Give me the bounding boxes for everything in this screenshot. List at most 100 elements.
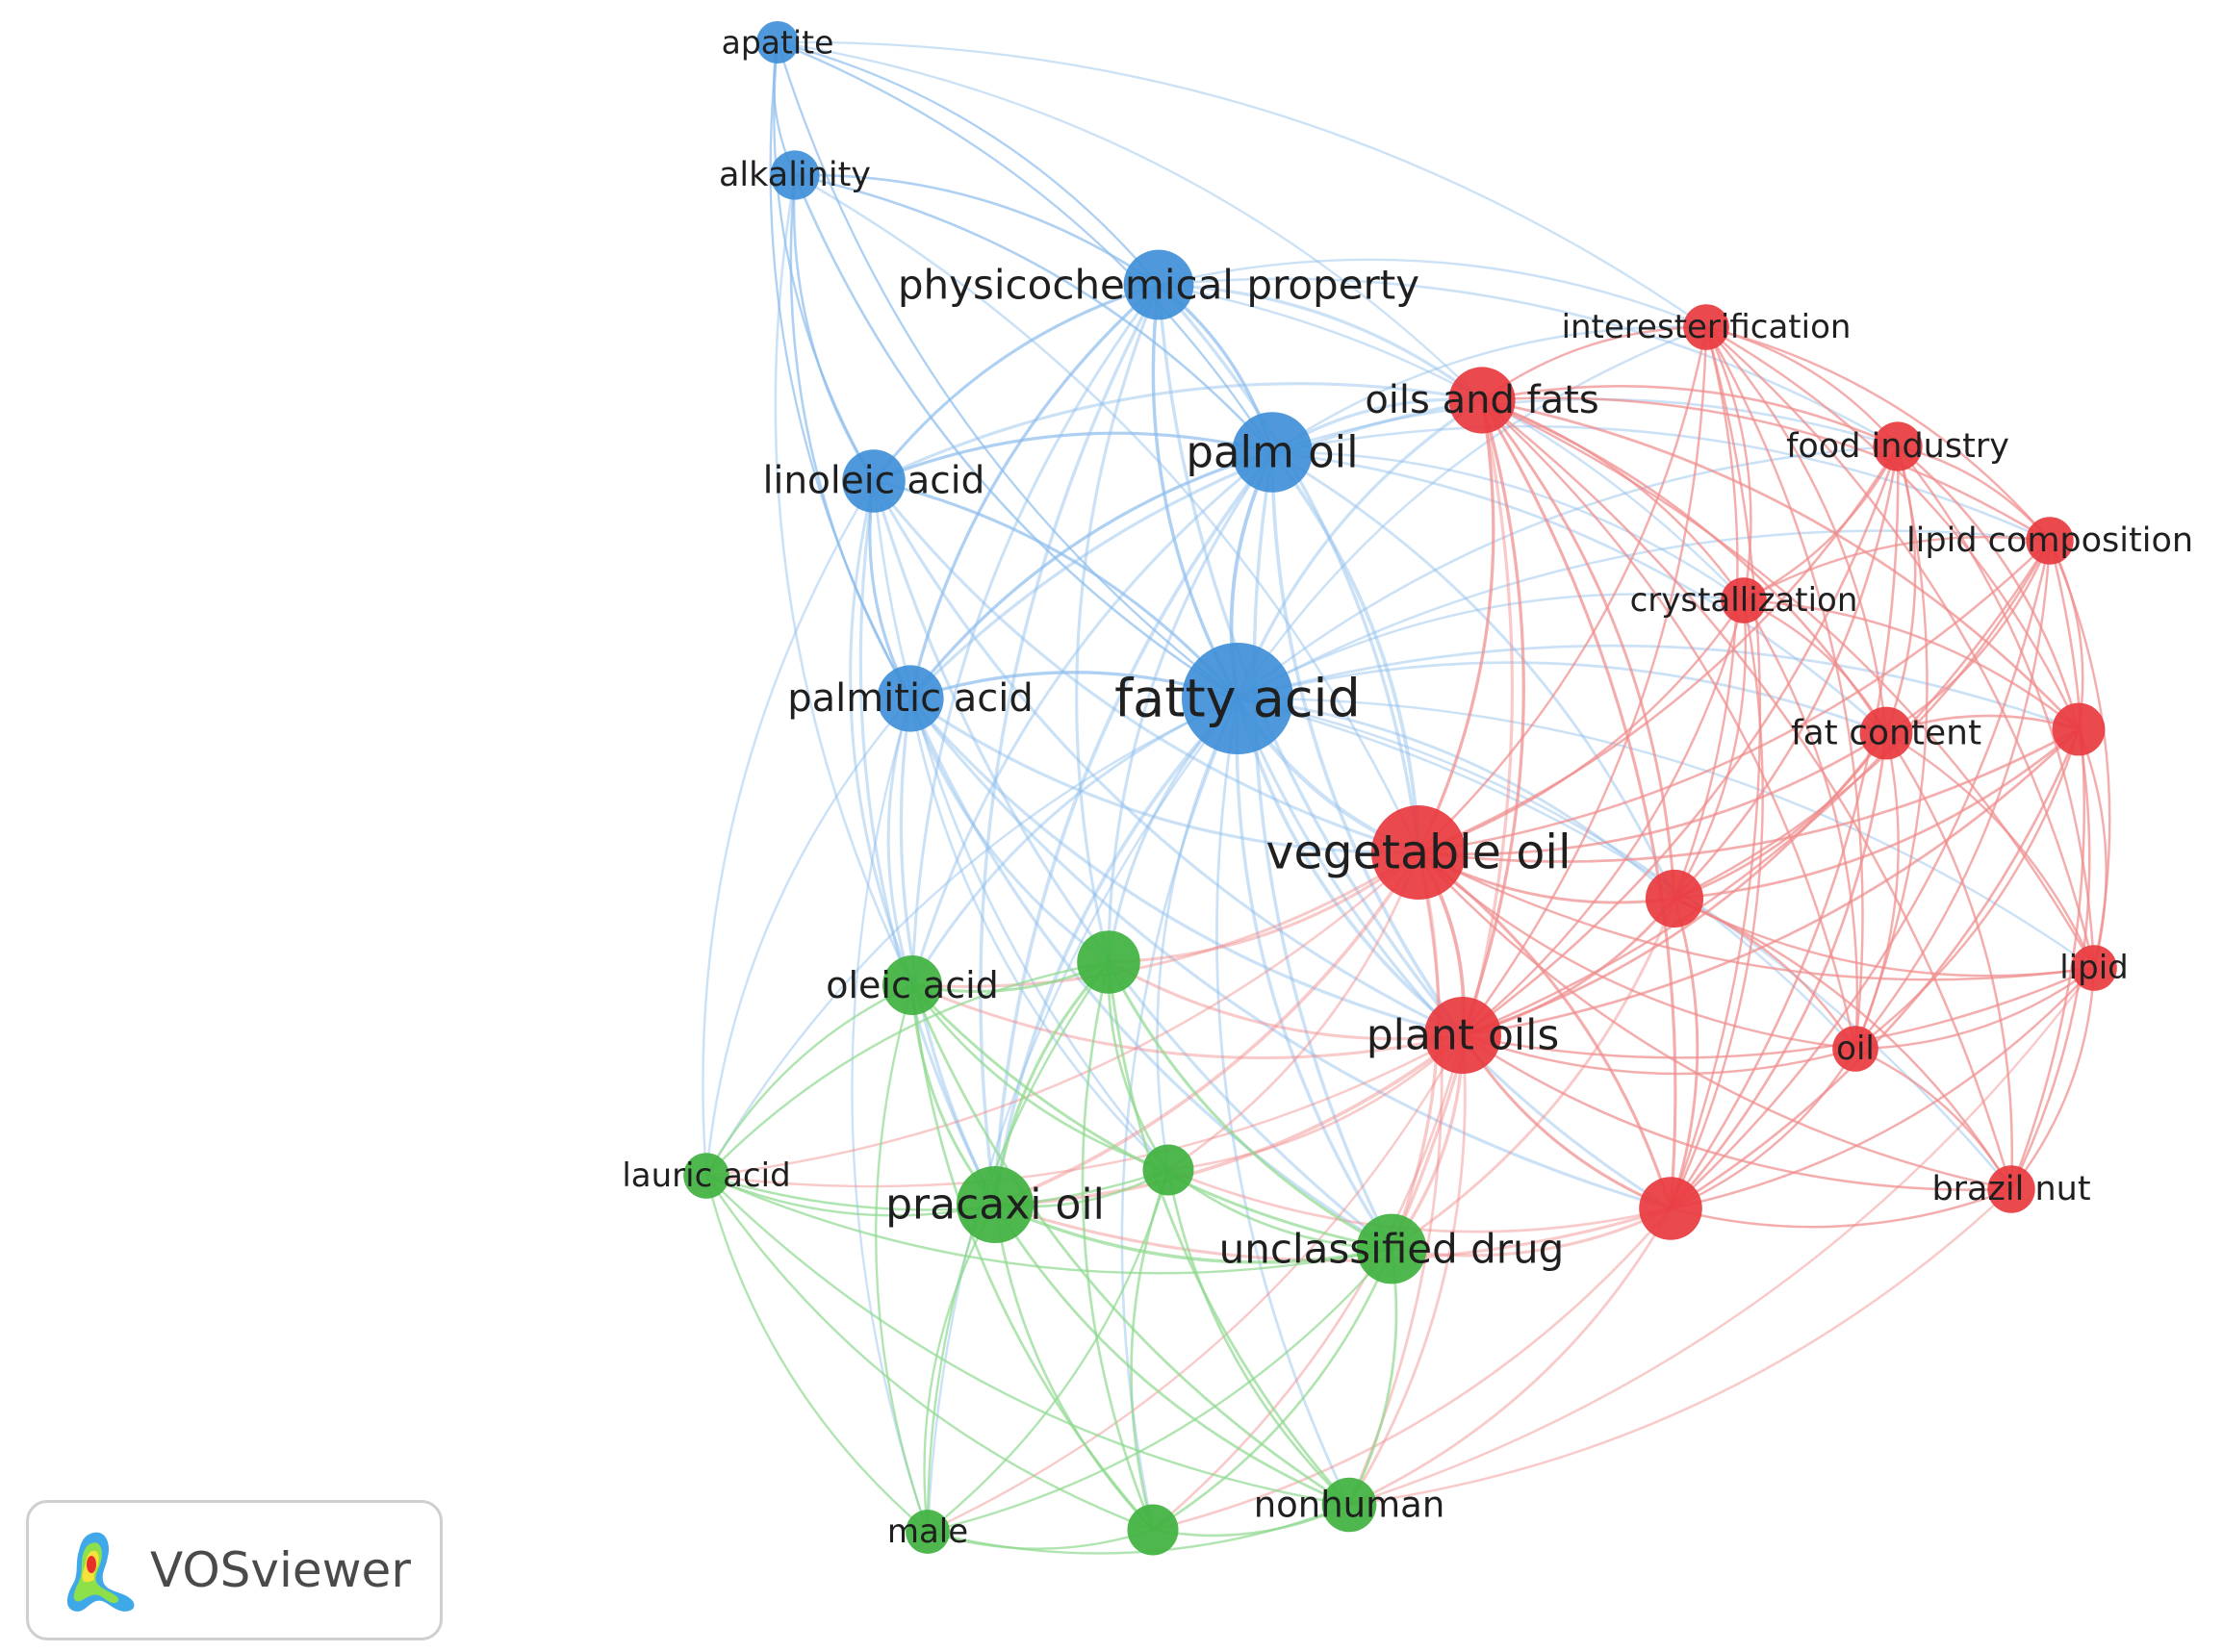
edge-food-industry-lipid bbox=[1897, 445, 2096, 969]
edge-plant-oils-lipid bbox=[1462, 966, 2095, 1059]
edge-palm-oil-lipid-composition bbox=[1271, 424, 2051, 543]
edge-plant-oils-nonhuman bbox=[1347, 1034, 1467, 1506]
edge-unlabeled-green-1-unclassified-drug bbox=[1107, 961, 1393, 1251]
node-food-industry[interactable] bbox=[1873, 421, 1923, 471]
node-physicochemical-property[interactable] bbox=[1123, 249, 1194, 320]
edge-linoleic-acid-pracaxi-oil bbox=[858, 480, 997, 1206]
node-palm-oil[interactable] bbox=[1232, 412, 1313, 493]
node-lauric-acid[interactable] bbox=[683, 1153, 729, 1199]
edge-fatty-acid-unclassified-drug bbox=[1235, 698, 1393, 1250]
edge-linoleic-acid-oleic-acid bbox=[849, 480, 914, 986]
edge-interesterification-vegetable-oil bbox=[1418, 326, 1708, 853]
node-vegetable-oil[interactable] bbox=[1371, 805, 1466, 900]
edge-fat-content-oil bbox=[1853, 732, 1900, 1050]
edge-unlabeled-red-1-unlabeled-red-2 bbox=[1674, 727, 2080, 901]
node-label-lipid: lipid bbox=[2059, 949, 2129, 987]
node-brazil-nut[interactable] bbox=[1987, 1165, 2035, 1213]
edges-layer bbox=[702, 40, 2111, 1555]
node-unlabeled-red-3[interactable] bbox=[1639, 1177, 1702, 1240]
edge-palmitic-acid-oleic-acid bbox=[886, 698, 914, 986]
edge-lipid-composition-fat-content bbox=[1885, 540, 2052, 735]
node-apatite[interactable] bbox=[756, 21, 799, 64]
edge-pracaxi-oil-unclassified-drug bbox=[994, 1203, 1393, 1264]
node-nonhuman[interactable] bbox=[1321, 1477, 1377, 1533]
edge-plant-oils-oleic-acid bbox=[911, 983, 1464, 1059]
node-label-alkalinity: alkalinity bbox=[719, 156, 871, 194]
edge-food-industry-unlabeled-red-3 bbox=[1669, 445, 1900, 1209]
node-alkalinity[interactable] bbox=[770, 150, 820, 200]
edge-vegetable-oil-pracaxi-oil bbox=[994, 851, 1420, 1207]
edge-food-industry-unlabeled-red-1 bbox=[1897, 445, 2081, 730]
edge-unclassified-drug-male bbox=[927, 1248, 1393, 1534]
edge-lauric-acid-unlabeled-green-2 bbox=[705, 1168, 1169, 1211]
edge-oils-and-fats-food-industry bbox=[1481, 384, 1899, 448]
vosviewer-brand-box[interactable]: VOSviewer bbox=[26, 1500, 443, 1640]
node-interesterification[interactable] bbox=[1683, 304, 1729, 350]
edge-unlabeled-red-1-plant-oils bbox=[1462, 728, 2080, 1037]
node-label-pracaxi-oil: pracaxi oil bbox=[885, 1181, 1105, 1230]
edge-fatty-acid-nonhuman bbox=[1215, 698, 1351, 1506]
node-oil[interactable] bbox=[1832, 1026, 1878, 1072]
node-fat-content[interactable] bbox=[1859, 706, 1913, 760]
node-lipid-composition[interactable] bbox=[2026, 517, 2074, 565]
edge-palm-oil-interesterification bbox=[1271, 325, 1707, 454]
edge-fat-content-unlabeled-red-2 bbox=[1674, 732, 1888, 901]
edge-physicochemical-property-linoleic-acid bbox=[872, 283, 1160, 482]
node-lipid[interactable] bbox=[2071, 945, 2117, 991]
edge-oils-and-fats-unlabeled-red-2 bbox=[1480, 399, 1676, 900]
edge-alkalinity-physicochemical-property bbox=[794, 173, 1160, 287]
edge-unlabeled-green-2-nonhuman bbox=[1166, 1169, 1350, 1506]
edge-interesterification-unlabeled-red-1 bbox=[1705, 325, 2081, 730]
edge-oleic-acid-unclassified-drug bbox=[910, 983, 1393, 1251]
node-crystallization[interactable] bbox=[1721, 577, 1767, 623]
node-linoleic-acid[interactable] bbox=[842, 449, 906, 513]
node-unclassified-drug[interactable] bbox=[1356, 1213, 1427, 1284]
edge-oils-and-fats-oil bbox=[1481, 399, 1857, 1050]
node-palmitic-acid[interactable] bbox=[877, 665, 944, 732]
node-label-male: male bbox=[887, 1512, 968, 1551]
node-plant-oils[interactable] bbox=[1424, 997, 1501, 1074]
edge-plant-oils-lauric-acid bbox=[705, 1033, 1464, 1188]
edge-lipid-composition-oil bbox=[1854, 540, 2052, 1050]
edge-unlabeled-red-3-unlabeled-green-3 bbox=[1152, 1207, 1673, 1532]
node-label-brazil-nut: brazil nut bbox=[1931, 1170, 2090, 1208]
edge-lipid-brazil-nut bbox=[2010, 967, 2096, 1190]
node-unlabeled-red-1[interactable] bbox=[2052, 702, 2106, 756]
node-label-fatty-acid: fatty acid bbox=[1114, 669, 1361, 729]
edge-fatty-acid-unlabeled-red-1 bbox=[1237, 644, 2080, 731]
node-unlabeled-red-2[interactable] bbox=[1645, 869, 1704, 928]
edge-physicochemical-property-fatty-acid bbox=[1151, 284, 1239, 699]
edge-oils-and-fats-lipid bbox=[1481, 398, 2096, 969]
edge-physicochemical-property-oils-and-fats bbox=[1158, 283, 1483, 402]
edge-physicochemical-property-palmitic-acid bbox=[908, 283, 1161, 699]
node-pracaxi-oil[interactable] bbox=[957, 1166, 1034, 1243]
node-unlabeled-green-3[interactable] bbox=[1127, 1504, 1179, 1556]
edge-linoleic-acid-oils-and-fats bbox=[873, 382, 1483, 483]
node-unlabeled-green-2[interactable] bbox=[1142, 1144, 1194, 1196]
node-fatty-acid[interactable] bbox=[1182, 643, 1293, 754]
edge-unlabeled-green-1-unlabeled-green-3 bbox=[1081, 961, 1155, 1531]
edge-unlabeled-red-3-unclassified-drug bbox=[1391, 1207, 1672, 1258]
node-male[interactable] bbox=[906, 1510, 950, 1554]
node-unlabeled-green-1[interactable] bbox=[1077, 930, 1140, 994]
node-label-crystallization: crystallization bbox=[1630, 581, 1858, 620]
edge-palmitic-acid-male bbox=[851, 698, 930, 1533]
edge-fatty-acid-lipid bbox=[1237, 697, 2095, 969]
edge-fatty-acid-oleic-acid bbox=[910, 697, 1239, 986]
edge-unlabeled-green-1-pracaxi-oil bbox=[993, 960, 1111, 1206]
node-oils-and-fats[interactable] bbox=[1448, 367, 1516, 434]
edge-unlabeled-red-1-unlabeled-red-3 bbox=[1670, 728, 2081, 1210]
edge-oleic-acid-lauric-acid bbox=[704, 983, 913, 1177]
node-oleic-acid[interactable] bbox=[882, 955, 942, 1015]
edge-oleic-acid-male bbox=[875, 984, 930, 1533]
edge-unlabeled-red-1-vegetable-oil bbox=[1418, 727, 2080, 863]
edge-lipid-composition-unlabeled-red-3 bbox=[1670, 540, 2052, 1209]
edge-brazil-nut-unlabeled-red-3 bbox=[1670, 1187, 2012, 1229]
edge-crystallization-vegetable-oil bbox=[1418, 599, 1746, 854]
edge-palmitic-acid-lauric-acid bbox=[704, 698, 911, 1177]
edge-physicochemical-property-vegetable-oil bbox=[1157, 283, 1420, 853]
edge-unlabeled-red-2-brazil-nut bbox=[1674, 897, 2013, 1190]
edge-fatty-acid-unlabeled-red-2 bbox=[1237, 697, 1675, 901]
edge-food-industry-unlabeled-red-2 bbox=[1674, 445, 1900, 900]
edge-palm-oil-unlabeled-red-2 bbox=[1271, 450, 1676, 900]
